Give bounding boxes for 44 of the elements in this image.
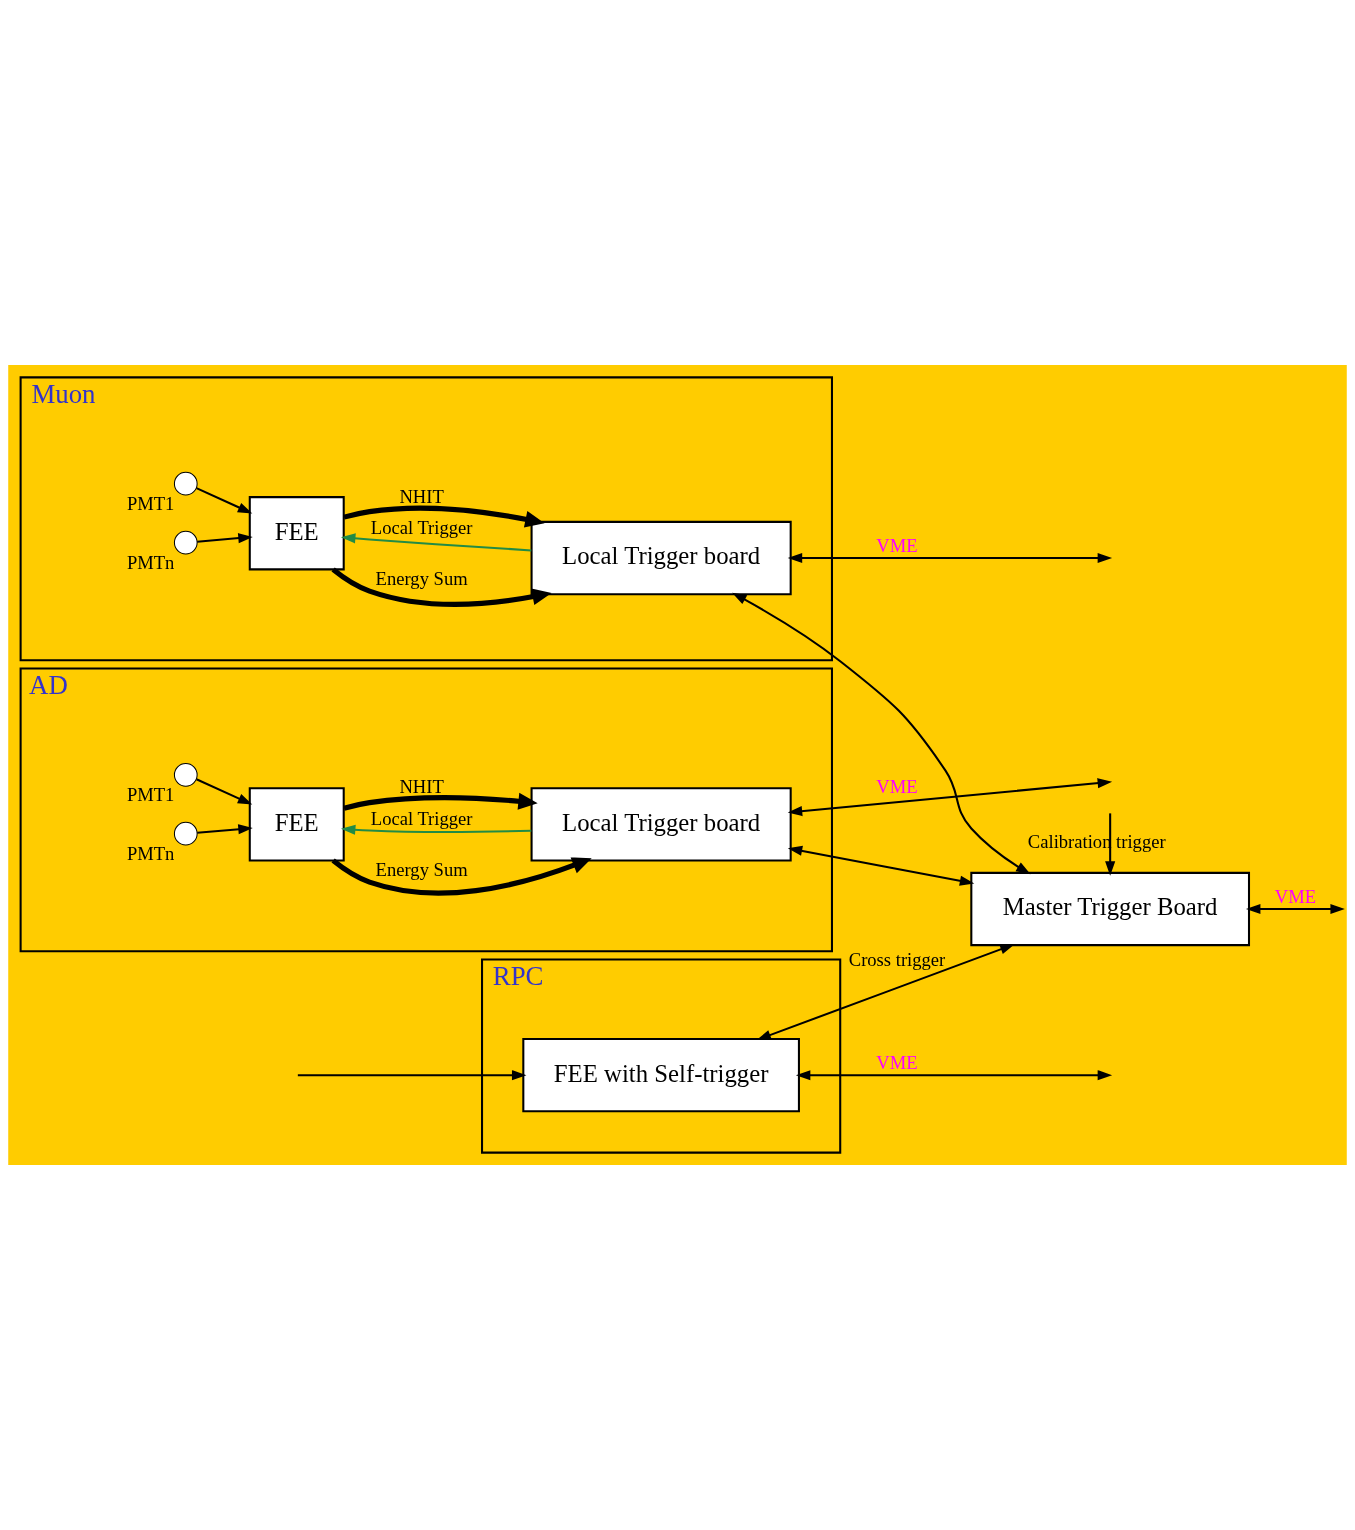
- edge-label: Energy Sum: [375, 568, 468, 590]
- arrow: [787, 778, 1113, 817]
- edge-label: VME: [876, 1052, 918, 1074]
- arrow: [756, 944, 1015, 1041]
- edge-label: Cross trigger: [848, 949, 946, 971]
- node-circle: [173, 762, 198, 787]
- arrow: [340, 533, 532, 552]
- arrow: [343, 792, 538, 811]
- node-box: Local Trigger board: [530, 787, 792, 862]
- arrow: [196, 778, 253, 805]
- arrow: [340, 824, 532, 835]
- edge-label: VME: [1274, 886, 1317, 908]
- arrow: [787, 845, 975, 886]
- arrow: [1105, 813, 1116, 876]
- edge-label: VME: [876, 535, 918, 557]
- node-box: FEE with Self-trigger: [522, 1038, 800, 1113]
- edge-label: NHIT: [399, 775, 444, 797]
- arrow: [787, 552, 1113, 564]
- arrow: [732, 592, 1031, 875]
- node-box: Local Trigger board: [530, 520, 792, 596]
- arrow: [795, 1070, 1113, 1081]
- node-box: FEE: [248, 496, 345, 571]
- arrow: [343, 505, 545, 528]
- node-box: Master Trigger Board: [970, 871, 1251, 947]
- node-label: PMT1: [126, 492, 175, 514]
- arrow: [297, 1070, 527, 1081]
- arrow: [197, 824, 253, 835]
- node-box: FEE: [248, 787, 345, 862]
- arrow: [1245, 903, 1345, 915]
- node-label: PMTn: [126, 842, 175, 864]
- arrow: [331, 857, 592, 896]
- node-circle: [173, 821, 198, 846]
- node-circle: [173, 471, 198, 496]
- node-label: PMT1: [126, 784, 175, 806]
- node-label: PMTn: [126, 551, 175, 573]
- edge-label: Local Trigger: [370, 516, 473, 538]
- arrow: [197, 533, 253, 544]
- arrow: [331, 567, 552, 607]
- node-circle: [173, 530, 198, 555]
- arrow: [196, 487, 253, 514]
- edge-label: NHIT: [399, 485, 444, 507]
- edge-label: Local Trigger: [370, 807, 473, 829]
- edge-label: VME: [876, 775, 918, 797]
- edge-label: Energy Sum: [375, 859, 468, 881]
